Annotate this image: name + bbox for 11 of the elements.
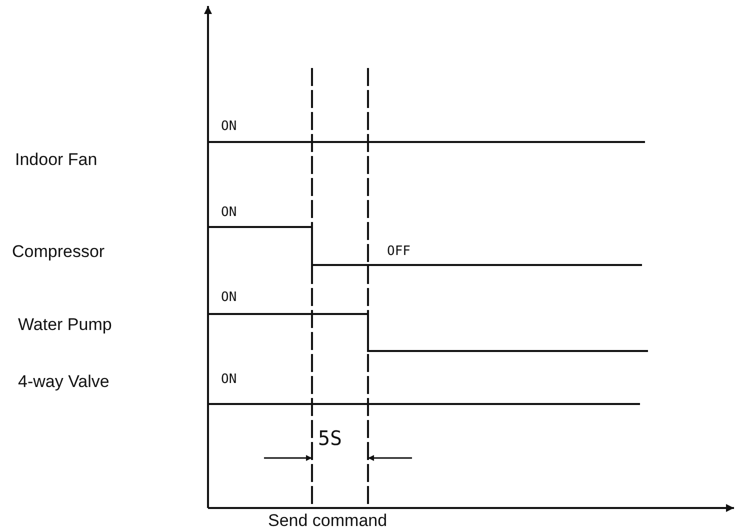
- signal-name: Water Pump: [18, 316, 112, 333]
- state-label: ON: [221, 373, 237, 386]
- state-label: ON: [221, 206, 237, 219]
- state-label: ON: [221, 291, 237, 304]
- signal-name: 4-way Valve: [18, 373, 110, 390]
- state-label: ON: [221, 120, 237, 133]
- signal-name: Compressor: [12, 243, 105, 260]
- dimension-label: 5S: [318, 428, 342, 448]
- state-label: OFF: [387, 245, 410, 258]
- axis-label: Send command: [268, 512, 388, 529]
- signal-name: Indoor Fan: [15, 151, 98, 168]
